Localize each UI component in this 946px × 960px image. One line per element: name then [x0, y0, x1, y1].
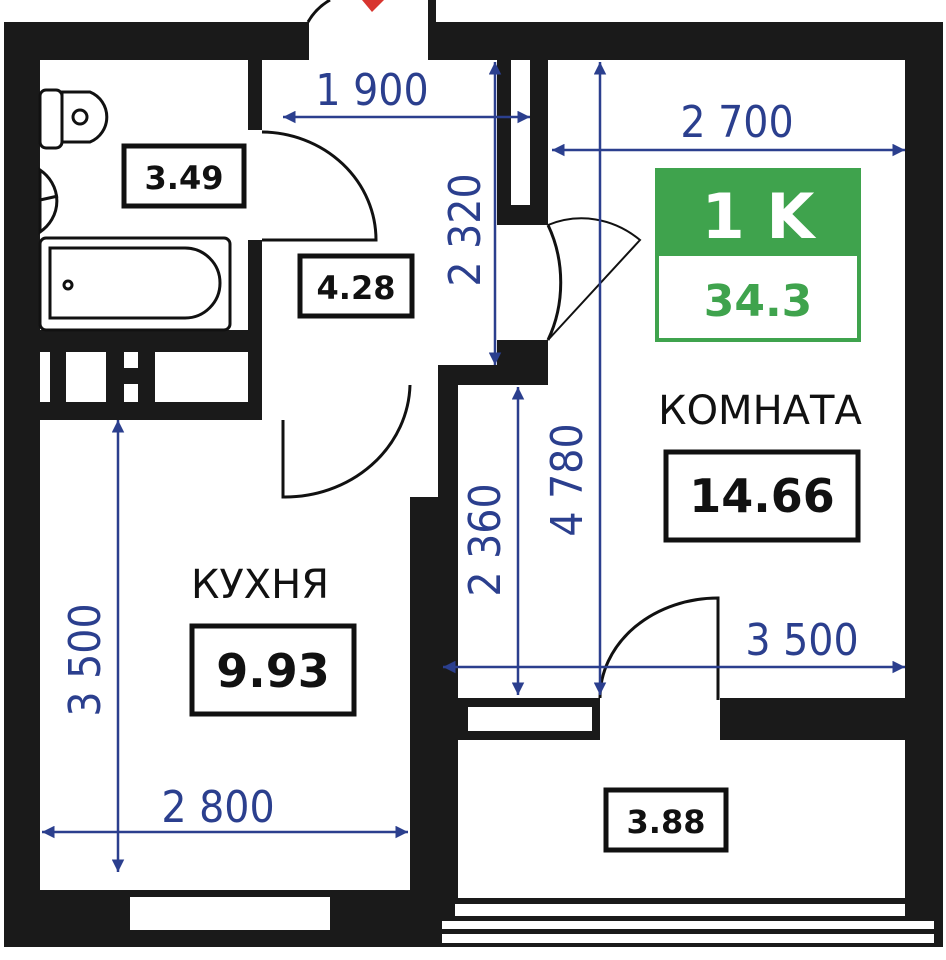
bathtub-icon [38, 236, 232, 332]
apartment-type: 1 K [702, 180, 817, 253]
hallway-area: 4.28 [297, 253, 415, 319]
walls [4, 22, 943, 947]
room-area-value: 14.66 [689, 469, 835, 523]
total-area: 34.3 [704, 276, 813, 327]
dim-kitchen-length: 3 500 [60, 603, 111, 716]
apartment-badge: 1 K 34.3 [655, 168, 861, 342]
balcony-area: 3.88 [603, 787, 729, 853]
kitchen-area: 9.93 [189, 623, 357, 717]
bathroom-area: 3.49 [121, 143, 247, 209]
entrance-marker-icon [362, 0, 384, 12]
room-name: КОМНАТА [658, 388, 862, 434]
sink-icon [38, 167, 59, 235]
hallway-area-value: 4.28 [317, 269, 396, 307]
doors [261, 130, 720, 700]
balcony-area-value: 3.88 [627, 803, 706, 841]
dim-hall-length: 2 320 [440, 173, 491, 286]
dim-room-length: 4 780 [542, 423, 593, 536]
dim-hall-width: 1 900 [315, 65, 428, 116]
dim-room-part-length: 2 360 [460, 483, 511, 596]
dim-kitchen-width: 2 800 [161, 782, 274, 833]
room-area: 14.66 [663, 449, 861, 543]
dimension-labels: 1 900 2 320 2 700 4 780 2 360 3 500 3 50… [60, 65, 859, 833]
dimension-lines [42, 62, 905, 872]
bathroom-area-value: 3.49 [145, 159, 224, 197]
dim-room-width-bottom: 3 500 [745, 615, 858, 666]
kitchen-area-value: 9.93 [216, 644, 330, 698]
kitchen-name: КУХНЯ [191, 562, 329, 608]
toilet-icon [38, 88, 109, 150]
entrance-door [306, 0, 436, 30]
dim-room-width-top: 2 700 [680, 97, 793, 148]
